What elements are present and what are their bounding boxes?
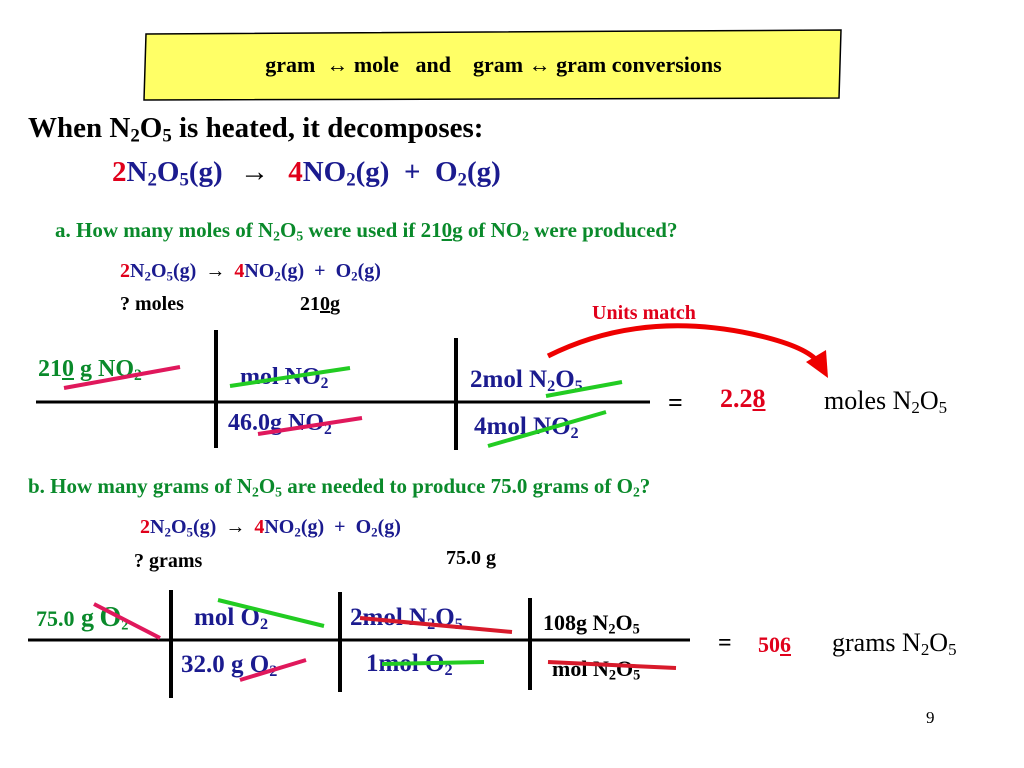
calc-b-factor3-top: 108g N2O5 xyxy=(543,610,640,638)
calc-b-result-units: grams N2O5 xyxy=(832,628,957,660)
banner-title: gram ↔ mole and gram ↔ gram conversions xyxy=(265,52,722,77)
calc-b-factor2-top: 2mol N2O5 xyxy=(350,604,463,634)
calc-a-result-units: moles N2O5 xyxy=(824,386,948,418)
calc-a-result: 2.28 xyxy=(720,384,766,413)
banner-shape xyxy=(143,29,842,101)
unknown-b: ? grams xyxy=(134,550,203,572)
units-match-note: Units match xyxy=(592,302,696,324)
calc-b-start: 75.0 g O2 xyxy=(36,602,129,634)
calc-b-factor3-bottom: mol N2O5 xyxy=(552,656,641,684)
calc-a-start: 210 g NO2 xyxy=(38,356,142,384)
reaction-a: 2N2O5(g) → 4NO2(g) + O2(g) xyxy=(120,260,381,284)
units-match-arrowhead-icon xyxy=(806,350,828,378)
calc-a-factor2-top: 2mol N2O5 xyxy=(470,366,583,396)
intro-text: When N2O5 is heated, it decomposes: xyxy=(28,112,484,147)
calc-a-factor1-top: mol NO2 xyxy=(240,364,329,392)
unknown-a: ? moles xyxy=(120,293,184,315)
question-a: a. How many moles of N2O5 were used if 2… xyxy=(55,218,678,244)
reaction-arrow-icon: → xyxy=(239,156,269,188)
calc-b-result: 506 xyxy=(758,632,791,657)
calc-b-factor2-bottom: 1mol O2 xyxy=(366,650,453,680)
reaction-b: 2N2O5(g) → 4NO2(g) + O2(g) xyxy=(140,516,401,540)
calc-b-equals: = xyxy=(718,630,732,656)
main-reaction: 2N2O5(g) → 4NO2(g) + O2(g) xyxy=(112,156,501,191)
units-match-arrow-icon xyxy=(546,323,820,364)
question-b: b. How many grams of N2O5 are needed to … xyxy=(28,474,651,500)
calc-b-factor1-bottom: 32.0 g O2 xyxy=(181,651,278,681)
given-b: 75.0 g xyxy=(446,547,496,569)
title-banner: gram ↔ mole and gram ↔ gram conversions xyxy=(142,28,845,102)
page-number: 9 xyxy=(926,708,935,727)
reaction-arrow-icon: → xyxy=(205,260,226,282)
calc-b-factor1-top: mol O2 xyxy=(194,604,269,634)
given-a: 210g xyxy=(300,293,340,315)
calc-a-factor1-bottom: 46.0g NO2 xyxy=(228,410,332,438)
calc-a-factor2-bottom: 4mol NO2 xyxy=(474,413,579,443)
reaction-arrow-icon: → xyxy=(225,516,246,538)
calc-a-equals: = xyxy=(668,388,683,417)
